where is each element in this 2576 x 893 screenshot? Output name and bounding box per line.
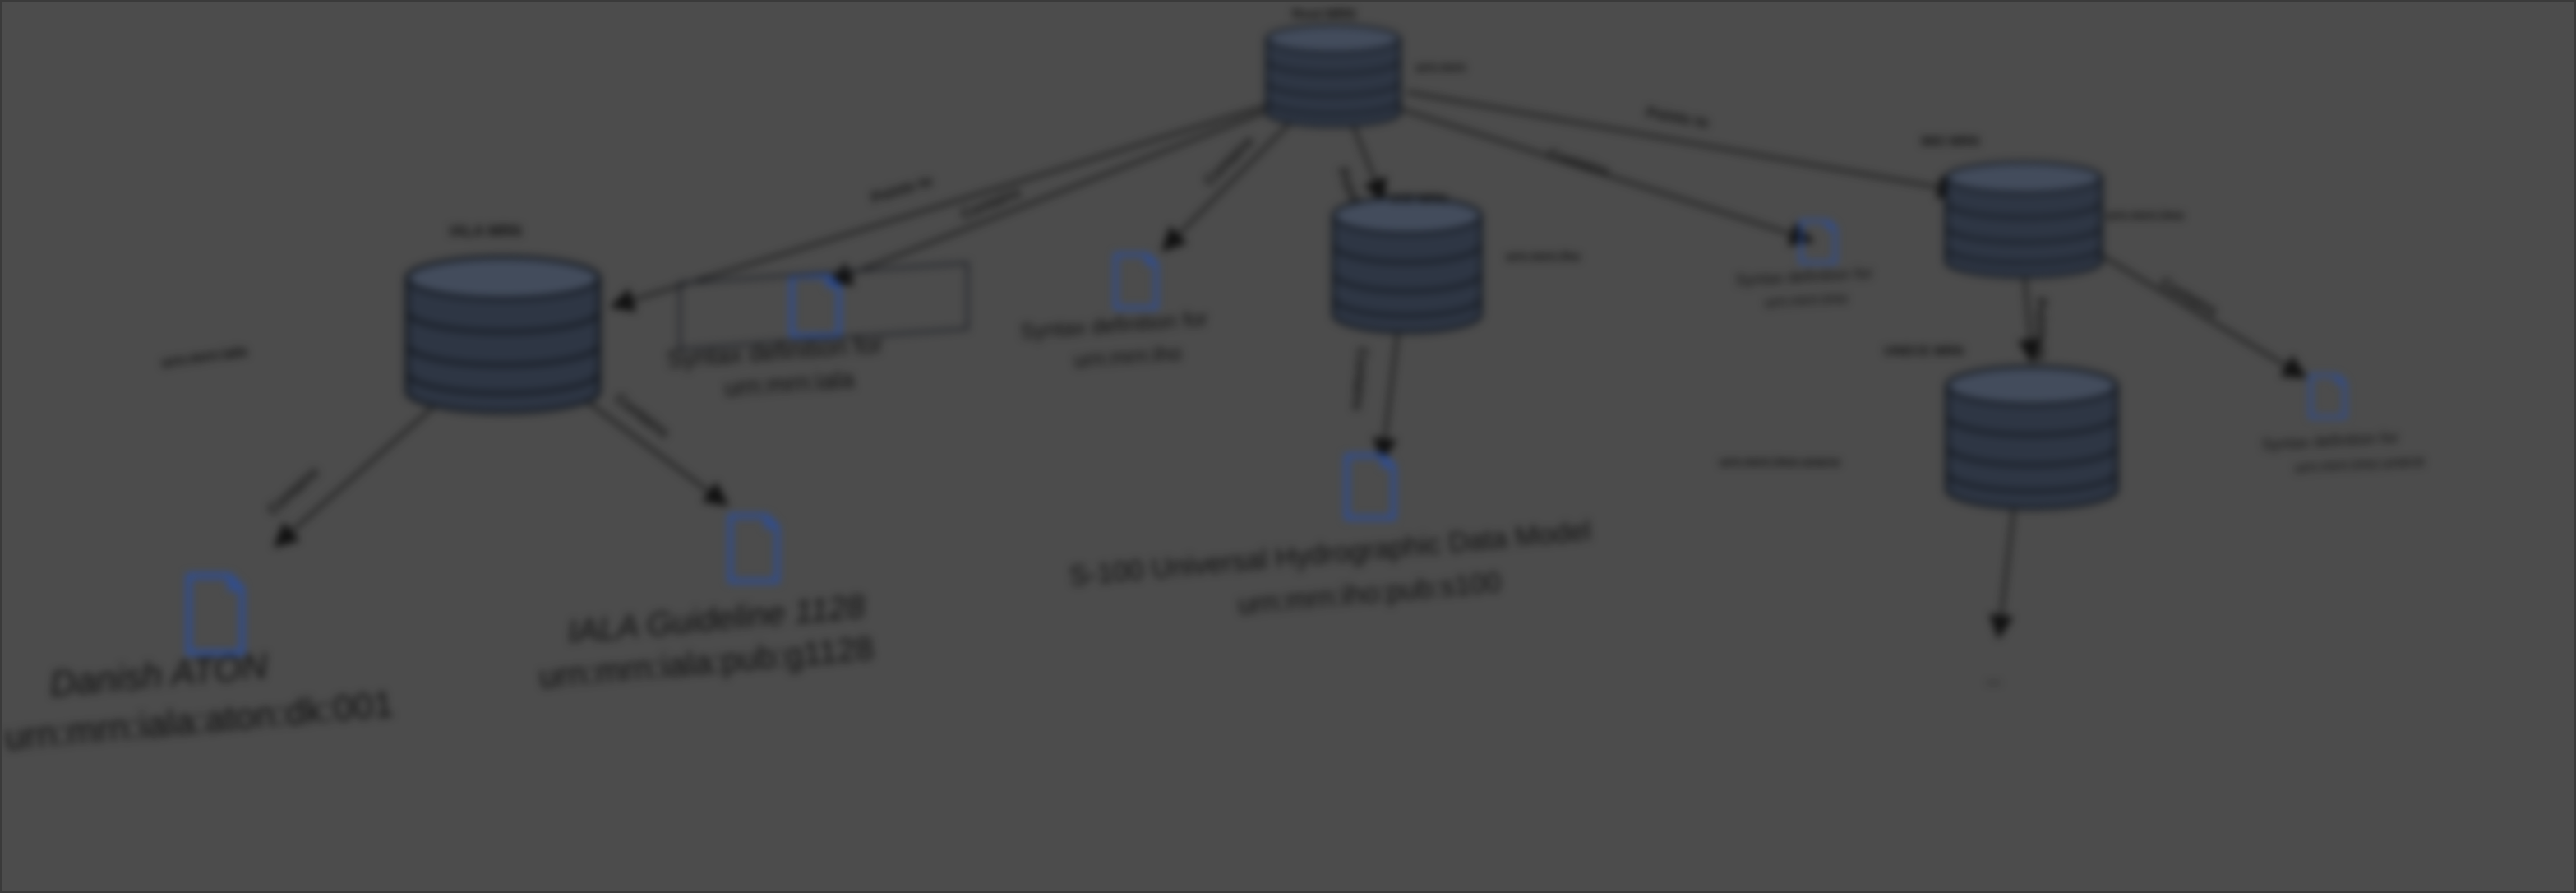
node-iho-title: IHO MRN: [1391, 192, 1447, 206]
document-icon: [1115, 255, 1156, 308]
node-unece-title: UNECE MRN: [1884, 345, 1964, 359]
doc-syntax-iho-line2: urn:mrn:iho: [1073, 340, 1182, 372]
database-icon: [1332, 196, 1483, 334]
node-iho-id: urn:mrn:iho: [1506, 250, 1581, 264]
document-icon: [2311, 376, 2345, 417]
database-icon: [1947, 367, 2117, 508]
node-unece-continuation: ...: [1987, 670, 2001, 688]
node-imo-title: IMO MRN: [1921, 135, 1979, 149]
edge-imo-syntax-unece: [2089, 247, 2308, 379]
node-unece-id: urn:mrn:imo:unece: [1720, 456, 1840, 470]
doc-syntax-unece-line2: urn:mrn:imo:unece: [2294, 453, 2425, 477]
edge-root-syntax-iala: [827, 103, 1285, 286]
edge-label-points-to: Points to: [2033, 298, 2049, 361]
doc-danish-aton-line1: Danish ATON: [48, 645, 270, 705]
doc-syntax-unece: Syntax definition for urn:mrn:imo:unece: [2261, 376, 2425, 477]
doc-syntax-unece-line1: Syntax definition for: [2261, 429, 2399, 454]
edge-root-syntax-imo: [1398, 107, 1815, 246]
doc-syntax-imo: Syntax definition for urn:mrn:imo: [1735, 221, 1874, 312]
node-iho: IHO MRN urn:mrn:iho: [1332, 192, 1581, 334]
doc-s100-line1: S-100 Universal Hydrographic Data Model: [1068, 516, 1592, 592]
doc-syntax-imo-line2: urn:mrn:imo: [1764, 290, 1848, 312]
edge-label-points-to: Points to: [869, 172, 934, 206]
document-icon: [730, 516, 777, 581]
edge-iala-g1128: [568, 386, 729, 507]
edge-label-contains: Contains: [1546, 146, 1611, 180]
edge-root-iala: [609, 99, 1285, 312]
doc-danish-aton: Danish ATON urn:mrn:iala:aton:dk:001: [3, 576, 395, 758]
edge-label-contains: Contains: [1349, 347, 1371, 411]
node-root-title: Root MRN: [1292, 7, 1355, 21]
edge-iho-s100: [1372, 322, 1401, 463]
edge-label-contains: Contains: [2158, 274, 2221, 320]
document-icon: [1346, 456, 1393, 518]
edge-label-contains: Contains: [1201, 132, 1258, 189]
doc-iala-g1128: IALA Guideline 1128 urn:mrn:iala:pub:g11…: [538, 516, 875, 696]
node-unece: UNECE MRN urn:mrn:imo:unece ...: [1720, 345, 2117, 688]
database-icon: [1946, 162, 2102, 276]
edge-label-points-to: Points to: [1645, 104, 1710, 131]
node-imo-id: urn:mrn:imo: [2106, 209, 2184, 223]
database-icon: [407, 257, 599, 413]
edge-label-contains: Contains: [264, 464, 322, 518]
doc-syntax-iala: Syntax definition for urn:mrn:iala: [666, 261, 969, 402]
document-icon: [792, 276, 838, 335]
doc-syntax-iho-line1: Syntax definition for: [1019, 306, 1208, 344]
node-root: Root MRN urn:mrn: [1265, 7, 1466, 128]
document-icon: [1801, 221, 1835, 262]
database-icon: [1265, 23, 1401, 128]
node-iala-title: IALA MRN: [450, 223, 521, 239]
doc-s100-line2: urn:mrn:iho:pub:s100: [1236, 567, 1502, 621]
node-imo: IMO MRN urn:mrn:imo: [1921, 135, 2184, 277]
edge-label-contains: Contains: [612, 390, 673, 441]
doc-syntax-imo-line1: Syntax definition for: [1735, 265, 1873, 289]
node-root-id: urn:mrn: [1415, 61, 1466, 75]
node-iala-id: urn:mrn:iala: [160, 342, 249, 371]
edge-root-syntax-iho: [1161, 111, 1302, 252]
edge-iala-danish: [273, 395, 446, 548]
document-icon: [189, 576, 242, 653]
doc-syntax-iala-line2: urn:mrn:iala: [723, 366, 856, 402]
node-iala: IALA MRN urn:mrn:iala: [160, 223, 599, 412]
edge-imo-unece: [2017, 264, 2043, 364]
edge-unece-continuation: [1988, 494, 2017, 640]
doc-s100: S-100 Universal Hydrographic Data Model …: [1068, 456, 1592, 621]
edge-root-iho: [1348, 116, 1387, 204]
edge-lines: [273, 90, 2308, 640]
edge-root-imo: [1406, 90, 1963, 200]
doc-syntax-iho: Syntax definition for urn:mrn:iho: [1019, 255, 1209, 372]
